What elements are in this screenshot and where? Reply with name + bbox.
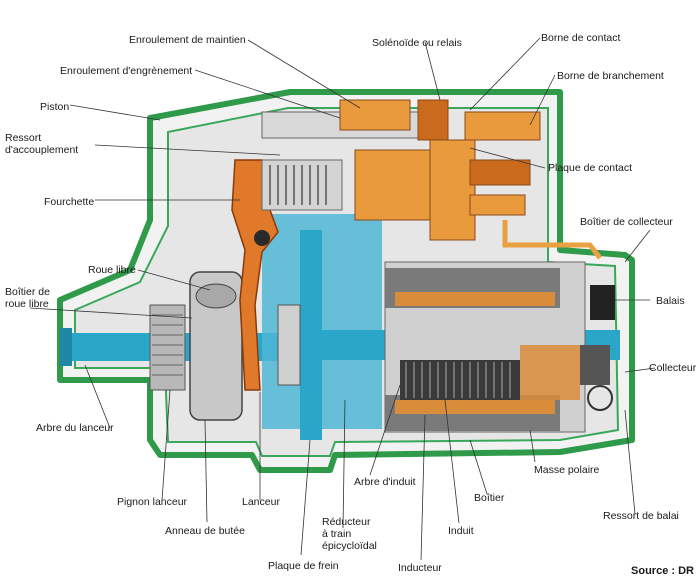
- label-reducteur-2: à train: [322, 528, 352, 540]
- label-boitier: Boîtier: [474, 492, 505, 504]
- label-arbre-lanceur: Arbre du lanceur: [36, 422, 114, 434]
- label-arbre-induit: Arbre d'induit: [354, 476, 416, 488]
- label-anneau-butee: Anneau de butée: [165, 525, 245, 537]
- source-credit: Source : DR: [631, 565, 694, 577]
- label-borne-contact: Borne de contact: [541, 32, 621, 44]
- label-plaque-frein: Plaque de frein: [268, 560, 339, 572]
- solenoid: [261, 99, 541, 241]
- label-solenoide: Solénoïde ou relais: [372, 37, 462, 49]
- free-wheel: [189, 271, 301, 421]
- label-borne-branchement: Borne de branchement: [557, 70, 664, 82]
- armature: [384, 261, 586, 433]
- label-roue-libre: Roue libre: [88, 264, 136, 276]
- label-enroulement-maintien: Enroulement de maintien: [129, 34, 246, 46]
- label-inducteur: Inducteur: [398, 562, 442, 574]
- label-boitier-roue-libre-2: roue libre: [5, 298, 49, 310]
- brushes: [580, 285, 615, 411]
- label-masse-polaire: Masse polaire: [534, 464, 600, 476]
- label-fourchette: Fourchette: [44, 196, 95, 208]
- fork: [231, 159, 279, 391]
- label-reducteur-1: Réducteur: [322, 516, 371, 528]
- label-induit: Induit: [448, 525, 474, 537]
- leader-lines: [29, 37, 656, 561]
- pinion-gear: [149, 304, 186, 391]
- label-piston: Piston: [40, 101, 70, 113]
- drive-shaft-assembly: [60, 214, 620, 440]
- label-lanceur: Lanceur: [242, 496, 280, 508]
- label-collecteur: Collecteur: [649, 362, 697, 374]
- label-boitier-roue-libre-1: Boîtier de: [5, 286, 50, 298]
- label-boitier-collecteur: Boîtier de collecteur: [580, 216, 673, 228]
- wire: [502, 220, 602, 260]
- label-balais: Balais: [656, 295, 685, 307]
- label-reducteur-3: épicycloïdal: [322, 540, 377, 552]
- label-ressort-1: Ressort: [5, 132, 42, 144]
- label-plaque-contact: Plaque de contact: [548, 162, 633, 174]
- label-pignon-lanceur: Pignon lanceur: [117, 496, 188, 508]
- label-enroulement-engrenement: Enroulement d'engrènement: [60, 65, 193, 77]
- label-ressort-balai: Ressort de balai: [603, 510, 679, 522]
- label-ressort-2: d'accouplement: [5, 144, 79, 156]
